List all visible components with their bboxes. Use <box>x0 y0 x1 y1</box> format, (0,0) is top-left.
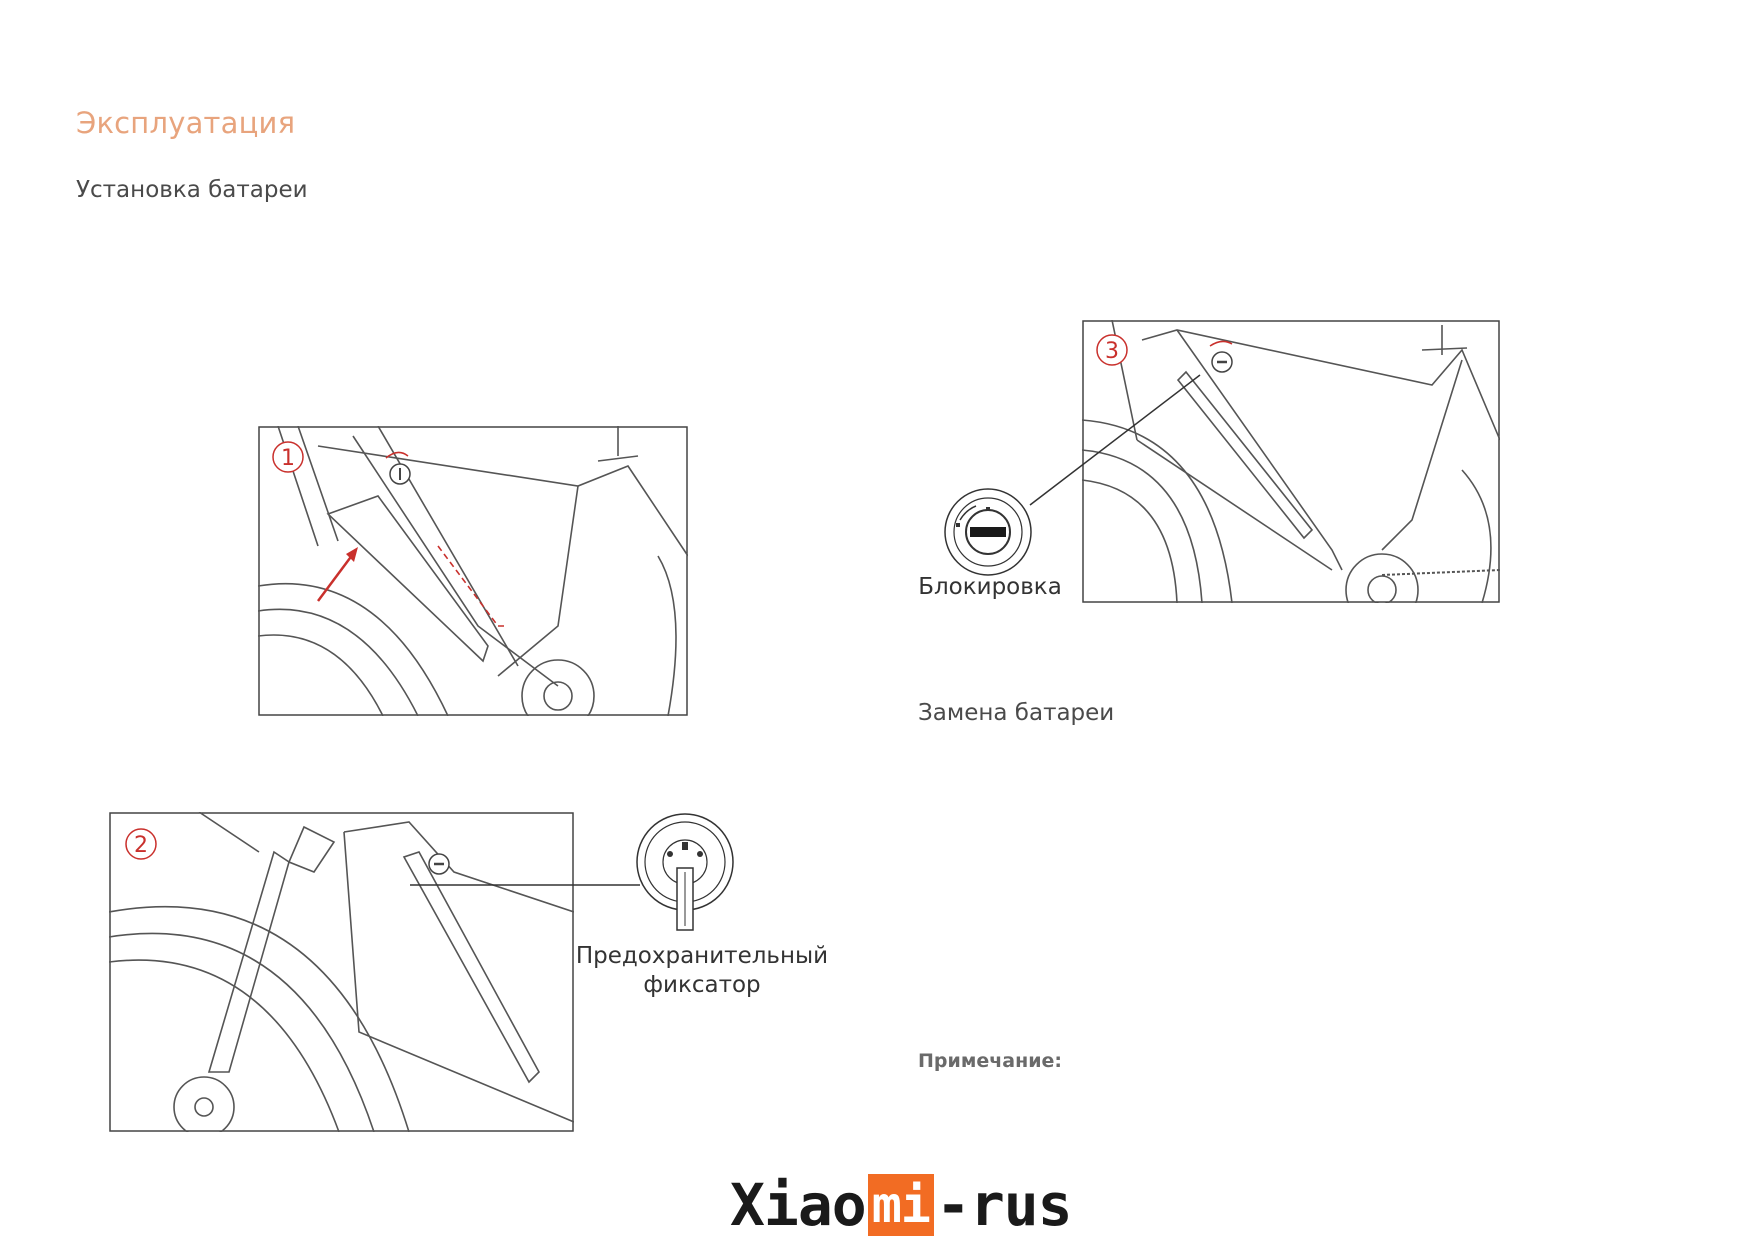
safety-latch-label: Предохранительный фиксатор <box>574 942 830 1000</box>
figure-step-2: 2 <box>109 812 574 1132</box>
install-heading: Установка батареи <box>76 177 308 203</box>
lock-label: Блокировка <box>918 574 1062 600</box>
safety-latch-label-line1: Предохранительный <box>575 943 829 969</box>
logo-part-1: Xiao <box>730 1171 867 1239</box>
section-title: Эксплуатация <box>76 106 296 140</box>
step-number-1: 1 <box>281 446 295 471</box>
replace-heading: Замена батареи <box>918 700 1115 726</box>
step-number-2: 2 <box>134 833 148 858</box>
safety-latch-callout <box>410 813 734 931</box>
lock-callout <box>944 374 1201 576</box>
safety-latch-label-line2: фиксатор <box>643 972 761 998</box>
logo-mi-mark: mi <box>867 1174 934 1236</box>
figure-step-3: 3 <box>1082 320 1500 603</box>
step-number-3: 3 <box>1105 339 1119 364</box>
figure-step-1: 1 <box>258 426 688 716</box>
logo-part-3: -rus <box>935 1171 1073 1239</box>
note-label: Примечание: <box>918 1050 1063 1072</box>
